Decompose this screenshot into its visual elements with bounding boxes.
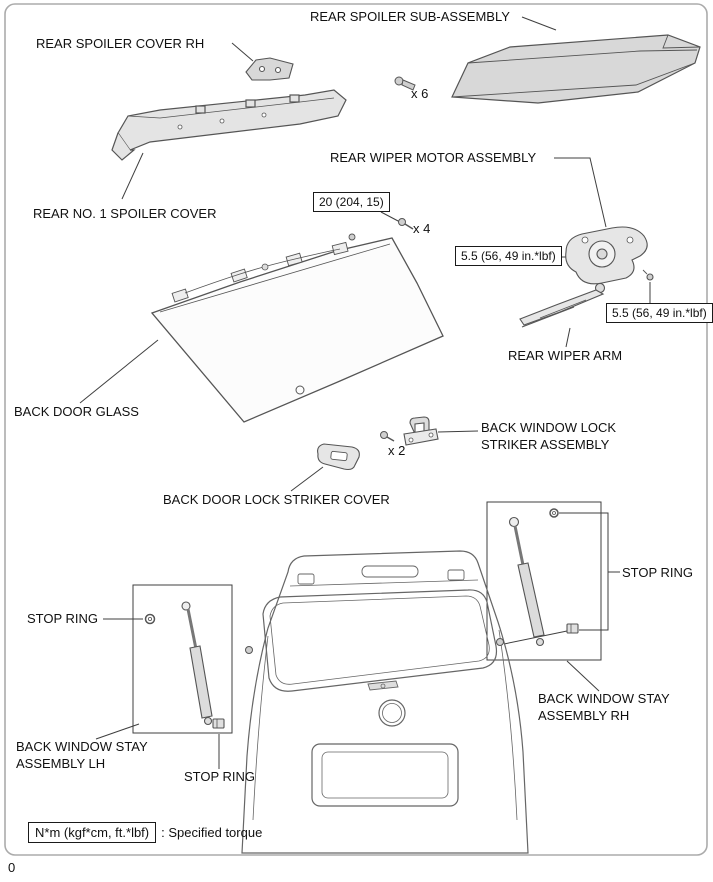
rear-no1-spoiler-cover-drawing: [111, 89, 347, 161]
callout-back-door-glass: BACK DOOR GLASS: [14, 404, 139, 419]
callout-back-window-stay-rh-line1: BACK WINDOW STAY: [538, 691, 670, 706]
page-border: [4, 3, 708, 856]
rear-wiper-arm-drawing: [519, 282, 606, 328]
callout-back-window-stay-rh-line2: ASSEMBLY RH: [538, 708, 630, 723]
torque-spec-spoiler-bolts: 20 (204, 15): [313, 192, 390, 212]
stay-rh-drawing: [486, 501, 602, 661]
callout-rear-wiper-motor-assembly: REAR WIPER MOTOR ASSEMBLY: [330, 150, 537, 165]
callout-stop-ring-right: STOP RING: [622, 565, 694, 580]
callout-back-window-stay-lh-line2: ASSEMBLY LH: [16, 756, 106, 771]
striker-cover-drawing: [317, 443, 360, 471]
qty-striker-bolts: x 2: [388, 443, 406, 458]
callout-back-window-stay-lh-line1: BACK WINDOW STAY: [16, 739, 148, 754]
lock-striker-drawing: [403, 416, 439, 446]
callout-back-door-lock-striker-cover: BACK DOOR LOCK STRIKER COVER: [163, 492, 390, 507]
torque-legend-description: : Specified torque: [161, 825, 263, 840]
callout-rear-no1-spoiler-cover: REAR NO. 1 SPOILER COVER: [33, 206, 217, 221]
back-door-glass-drawing: [150, 233, 444, 423]
torque-spec-wiper-arm: 5.5 (56, 49 in.*lbf): [606, 303, 713, 323]
page-number: 0: [8, 860, 16, 875]
callout-stop-ring-left: STOP RING: [27, 611, 99, 626]
bolt-x2-icon: [380, 431, 395, 442]
leader-lines: [79, 16, 651, 769]
callout-stop-ring-bottom: STOP RING: [184, 769, 256, 784]
callout-rear-wiper-arm: REAR WIPER ARM: [508, 348, 623, 363]
callout-back-window-lock-striker-line2: STRIKER ASSEMBLY: [481, 437, 610, 452]
callout-back-window-lock-striker-line1: BACK WINDOW LOCK: [481, 420, 617, 435]
rear-spoiler-cover-rh-drawing: [245, 57, 294, 81]
bolt-x6-icon: [394, 76, 416, 91]
bolt-x4-icon: [398, 218, 414, 230]
torque-legend-symbol: N*m (kgf*cm, ft.*lbf): [28, 822, 157, 843]
rear-wiper-motor-drawing: [565, 226, 654, 285]
torque-legend: N*m (kgf*cm, ft.*lbf) : Specified torque: [28, 822, 262, 843]
callout-rear-spoiler-sub-assembly: REAR SPOILER SUB-ASSEMBLY: [310, 9, 510, 24]
qty-glass-bolts: x 4: [413, 221, 431, 236]
qty-spoiler-sub-assembly-bolts: x 6: [411, 86, 429, 101]
torque-spec-wiper-motor: 5.5 (56, 49 in.*lbf): [455, 246, 562, 266]
callout-rear-spoiler-cover-rh: REAR SPOILER COVER RH: [36, 36, 205, 51]
stay-lh-drawing: [132, 584, 233, 734]
rear-spoiler-sub-assembly-drawing: [451, 34, 701, 104]
tailgate-drawing: [241, 550, 529, 854]
